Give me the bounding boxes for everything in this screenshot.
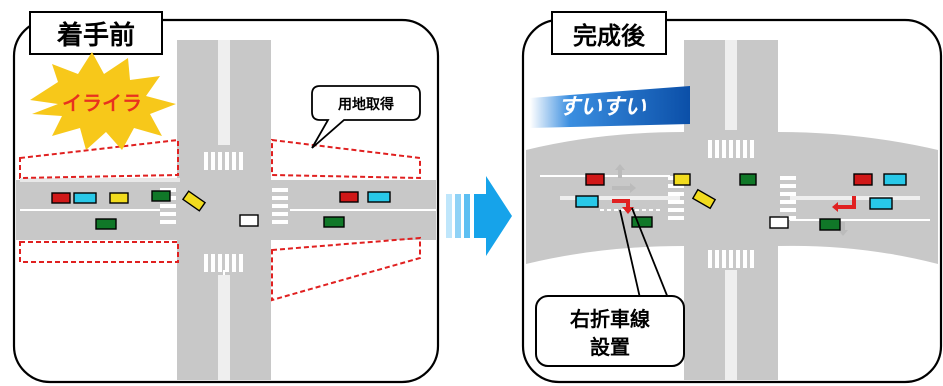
- after-crosswalks: [668, 140, 796, 268]
- car-cyan: [883, 173, 907, 186]
- smooth-banner: すいすい: [530, 86, 690, 128]
- before-panel: 着手前 イライラ 用地取得: [12, 11, 440, 384]
- car-cyan: [869, 197, 893, 210]
- after-title-box: 完成後: [551, 11, 667, 55]
- car-red: [51, 192, 71, 204]
- right-turn-lane-callout: 右折車線 設置: [535, 207, 685, 367]
- car-yellow: [109, 192, 129, 204]
- irritation-burst: イライラ: [30, 52, 176, 150]
- banner-text: すいすい: [558, 95, 647, 120]
- burst-text: イライラ: [62, 91, 142, 115]
- before-title: 着手前: [56, 20, 135, 51]
- right-turn-arrow-left: [612, 199, 634, 214]
- car-yellow-turning: [181, 190, 207, 212]
- car-green: [739, 173, 757, 186]
- car-green: [323, 216, 345, 228]
- car-green: [95, 218, 117, 230]
- car-white: [769, 216, 789, 229]
- car-red: [585, 173, 605, 186]
- car-white: [239, 214, 259, 227]
- car-yellow-turning: [691, 188, 717, 210]
- car-cyan: [575, 195, 599, 208]
- transition-arrow: [446, 176, 512, 256]
- car-green: [151, 190, 171, 202]
- after-cars: [575, 173, 907, 231]
- car-green: [819, 218, 841, 231]
- car-red: [339, 191, 359, 203]
- land-acquisition-callout: 用地取得: [311, 85, 421, 149]
- car-yellow: [673, 173, 691, 186]
- lane-arrows: [612, 164, 856, 236]
- car-cyan: [367, 191, 391, 203]
- callout-line1: 右折車線: [570, 307, 650, 331]
- car-red: [853, 173, 873, 186]
- after-panel: 完成後 すいすい 右折車線 設置: [521, 11, 943, 384]
- car-green: [631, 216, 653, 228]
- burst-shape: [30, 52, 176, 150]
- after-title: 完成後: [573, 22, 646, 50]
- car-cyan: [73, 192, 97, 204]
- land-acquisition-areas: [19, 138, 421, 302]
- before-cars: [51, 190, 391, 230]
- callout-text: 用地取得: [338, 96, 394, 113]
- right-turn-arrow-right: [832, 196, 856, 212]
- callout-line2: 設置: [590, 335, 630, 359]
- before-sidewalks: [218, 40, 230, 380]
- before-title-box: 着手前: [29, 11, 163, 55]
